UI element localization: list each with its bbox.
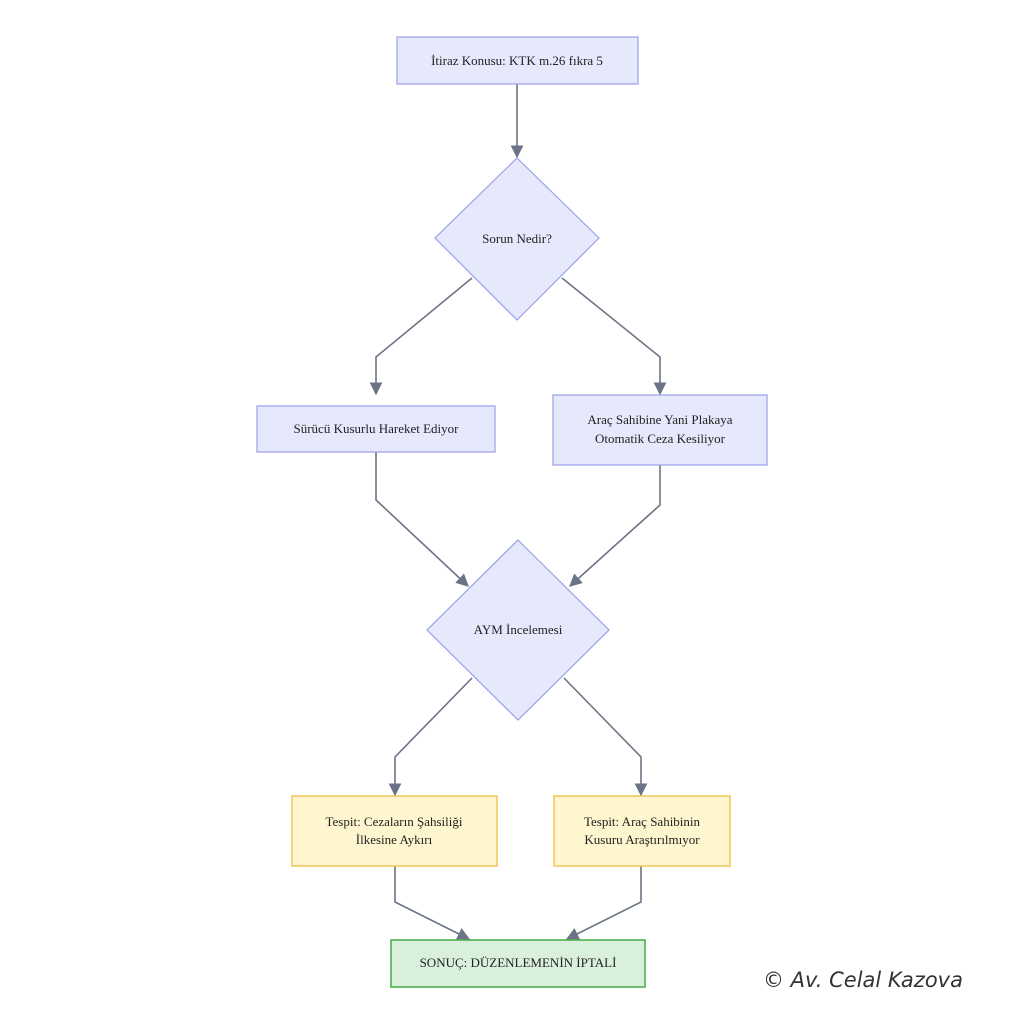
node-left1: Sürücü Kusurlu Hareket Ediyor	[256, 405, 496, 453]
edge-left2-to-result	[394, 866, 471, 940]
node-start: İtiraz Konusu: KTK m.26 fıkra 5	[396, 36, 639, 85]
edge-right1-to-decision2	[569, 465, 661, 587]
node-decision1: Sorun Nedir?	[434, 157, 600, 321]
node-right1-box	[552, 394, 768, 466]
node-left2-label-line2: İlkesine Aykırı	[356, 832, 433, 847]
copyright-text: © Av. Celal Kazova	[763, 968, 963, 992]
node-right2-label-line2: Kusuru Araştırılmıyor	[584, 832, 700, 847]
node-start-box	[396, 36, 639, 85]
node-left1-label: Sürücü Kusurlu Hareket Ediyor	[294, 421, 460, 436]
edge-right2-to-result	[565, 866, 642, 940]
node-decision2-label: AYM İncelemesi	[474, 622, 563, 637]
node-left2-label-line1: Tespit: Cezaların Şahsiliği	[325, 814, 462, 829]
edge-decision1-to-left1	[369, 277, 473, 396]
node-right1-label-line1: Araç Sahibine Yani Plakaya	[587, 412, 732, 427]
edges	[369, 84, 667, 940]
node-result: SONUÇ: DÜZENLEMENİN İPTALİ	[390, 939, 646, 988]
node-right1-label-line2: Otomatik Ceza Kesiliyor	[595, 431, 726, 446]
node-result-label: SONUÇ: DÜZENLEMENİN İPTALİ	[420, 955, 617, 970]
node-decision1-diamond	[434, 157, 600, 321]
node-right2-label-line1: Tespit: Araç Sahibinin	[584, 814, 701, 829]
edge-left1-to-decision2	[375, 452, 469, 587]
node-right2: Tespit: Araç Sahibinin Kusuru Araştırılm…	[553, 795, 731, 867]
node-left1-box	[256, 405, 496, 453]
edge-decision2-to-left2	[388, 677, 473, 797]
edge-decision2-to-right2	[563, 677, 648, 797]
node-decision2: AYM İncelemesi	[426, 539, 610, 721]
node-right1: Araç Sahibine Yani Plakaya Otomatik Ceza…	[552, 394, 768, 466]
node-left2: Tespit: Cezaların Şahsiliği İlkesine Ayk…	[291, 795, 498, 867]
edge-decision1-to-right1	[561, 277, 667, 396]
node-left2-box	[291, 795, 498, 867]
node-decision2-diamond	[426, 539, 610, 721]
node-decision1-label: Sorun Nedir?	[482, 231, 552, 246]
node-result-box	[390, 939, 646, 988]
node-right2-box	[553, 795, 731, 867]
node-start-label: İtiraz Konusu: KTK m.26 fıkra 5	[431, 53, 603, 68]
